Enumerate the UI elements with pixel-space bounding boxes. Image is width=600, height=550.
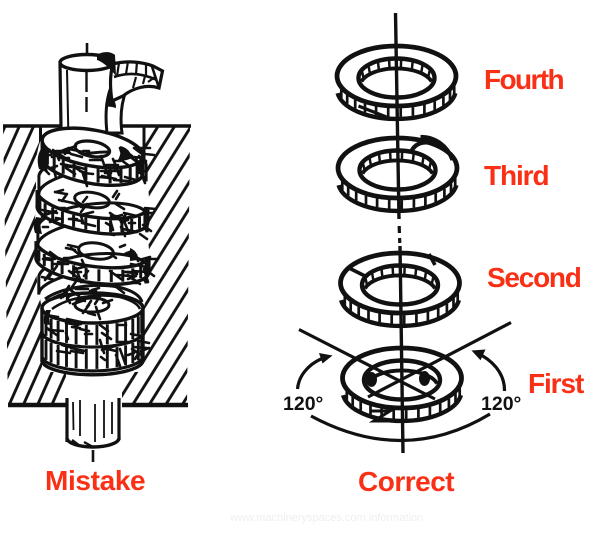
- svg-text:Mistake: Mistake: [45, 465, 145, 496]
- svg-text:120°: 120°: [481, 393, 521, 415]
- svg-text:Second: Second: [487, 262, 581, 293]
- svg-text:Third: Third: [484, 160, 549, 191]
- svg-text:www.machineryspaces.com inform: www.machineryspaces.com information: [229, 512, 423, 524]
- svg-text:First: First: [528, 368, 584, 399]
- svg-text:Correct: Correct: [358, 466, 454, 497]
- svg-text:120°: 120°: [283, 393, 323, 415]
- svg-text:Fourth: Fourth: [484, 64, 564, 95]
